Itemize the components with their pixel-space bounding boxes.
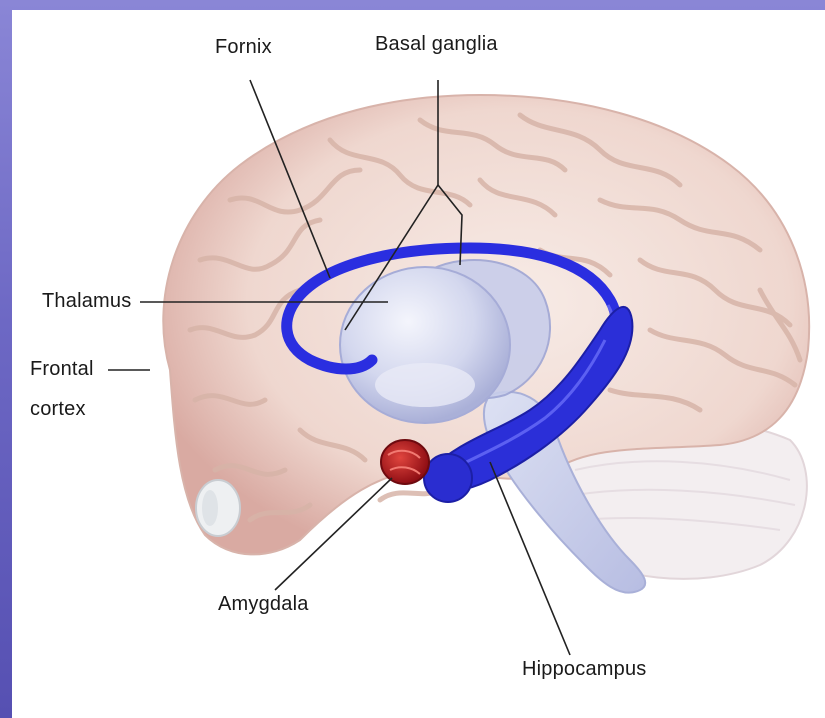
hippocampus-label: Hippocampus (522, 658, 647, 681)
basal-ganglia-label: Basal ganglia (375, 33, 498, 56)
amygdala (381, 440, 429, 484)
fornix-label: Fornix (215, 36, 272, 59)
thalamus-label: Thalamus (42, 290, 131, 313)
frontal-cortex-label-line1: Frontal (30, 358, 94, 381)
eye (196, 480, 240, 536)
frontal-cortex-label-line2: cortex (30, 398, 86, 421)
amygdala-label: Amygdala (218, 593, 309, 616)
